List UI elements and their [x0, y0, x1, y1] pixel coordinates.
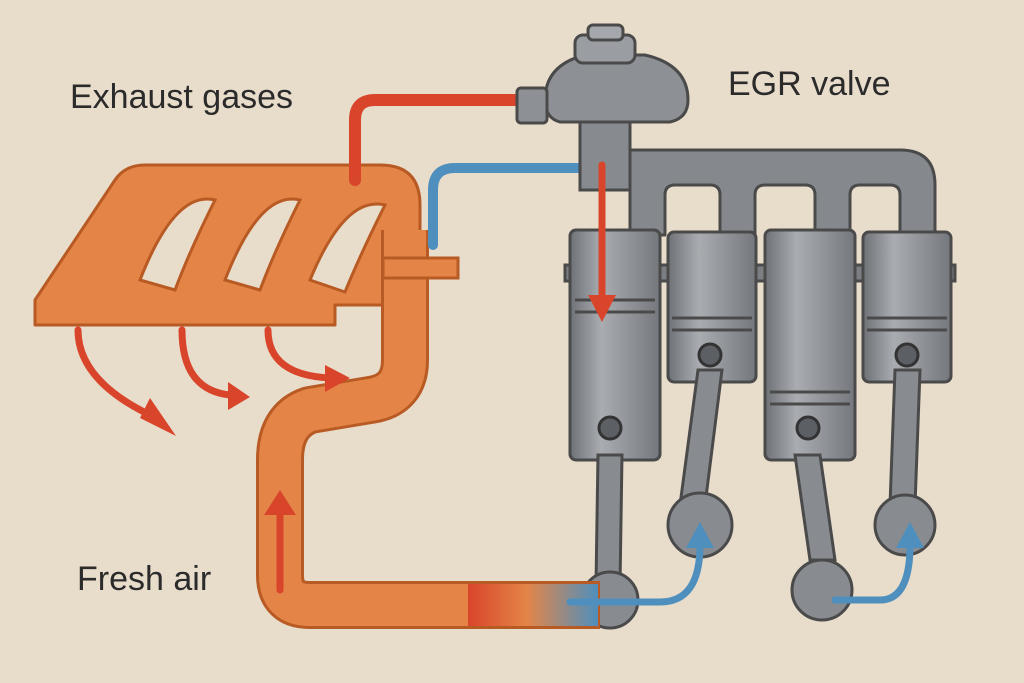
piston-4 [861, 230, 953, 384]
label-egr-valve: EGR valve [728, 65, 891, 103]
egr-return-line [428, 163, 590, 250]
egr-exhaust-line [349, 94, 531, 186]
intake-manifold [583, 148, 937, 237]
label-exhaust-gases: Exhaust gases [70, 78, 294, 116]
arrow-heads [140, 295, 924, 548]
piston-3 [763, 228, 857, 462]
pipe-clamp [381, 256, 460, 280]
cylinder-rail [563, 263, 957, 283]
piston-1 [568, 228, 662, 462]
piston-2 [666, 230, 758, 384]
exhaust-manifold [33, 163, 422, 327]
flow-arrow-icon [74, 161, 914, 606]
label-fresh-air: Fresh air [77, 560, 212, 598]
egr-valve-icon [515, 23, 690, 192]
